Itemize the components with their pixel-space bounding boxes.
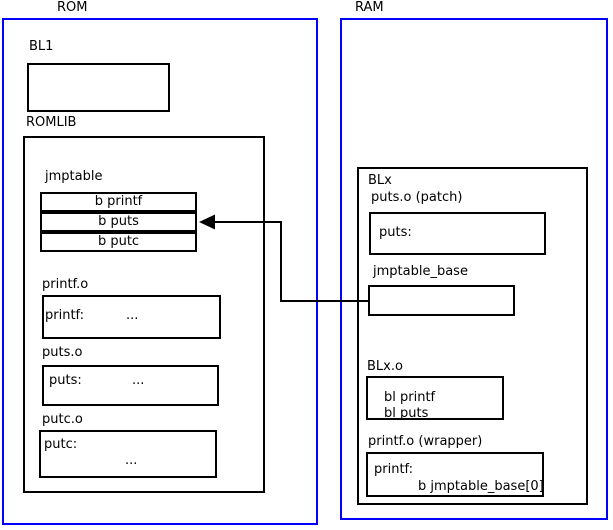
jmptable-row-puts: b puts <box>40 212 197 232</box>
printf-wrapper-label: printf.o (wrapper) <box>368 434 483 449</box>
printf-wrapper-box: printf: b jmptable_base[0] <box>366 452 544 497</box>
printf-o-entry: printf: <box>45 308 85 323</box>
jmptable-base-box <box>368 285 515 316</box>
puts-patch-box: puts: <box>369 212 546 255</box>
printf-o-body: ... <box>126 308 139 323</box>
jmptable-base-label: jmptable_base <box>373 264 468 279</box>
ram-title: RAM <box>355 0 384 15</box>
printf-o-box: printf: ... <box>42 295 221 339</box>
putc-o-label: putc.o <box>42 412 83 427</box>
printf-wrapper-entry: printf: <box>374 462 414 477</box>
puts-o-label: puts.o <box>42 345 83 360</box>
blx-box <box>357 167 588 505</box>
jmptable-row-putc: b putc <box>40 232 197 252</box>
jmptable-label: jmptable <box>45 169 103 184</box>
jmptable-row-printf: b printf <box>40 192 197 212</box>
printf-o-label: printf.o <box>42 277 89 292</box>
blx-o-line-bl-printf: bl printf <box>384 390 436 405</box>
putc-o-entry: putc: <box>44 437 78 452</box>
bl1-box <box>27 63 170 112</box>
blx-o-line-bl-puts: bl puts <box>384 406 429 421</box>
rom-title: ROM <box>57 0 88 15</box>
printf-wrapper-body: b jmptable_base[0] <box>418 479 544 494</box>
putc-o-box: putc: ... <box>39 430 217 478</box>
romlib-label: ROMLIB <box>26 115 77 130</box>
puts-o-entry: puts: <box>49 373 82 388</box>
blx-o-label: BLx.o <box>367 359 403 374</box>
bl1-label: BL1 <box>29 39 54 54</box>
puts-o-box: puts: ... <box>42 365 219 406</box>
putc-o-body: ... <box>125 453 138 468</box>
puts-patch-label: puts.o (patch) <box>371 190 463 205</box>
blx-o-box: bl printf bl puts <box>366 376 504 421</box>
blx-label: BLx <box>368 173 392 188</box>
puts-patch-entry: puts: <box>379 225 412 240</box>
puts-o-body: ... <box>132 373 145 388</box>
